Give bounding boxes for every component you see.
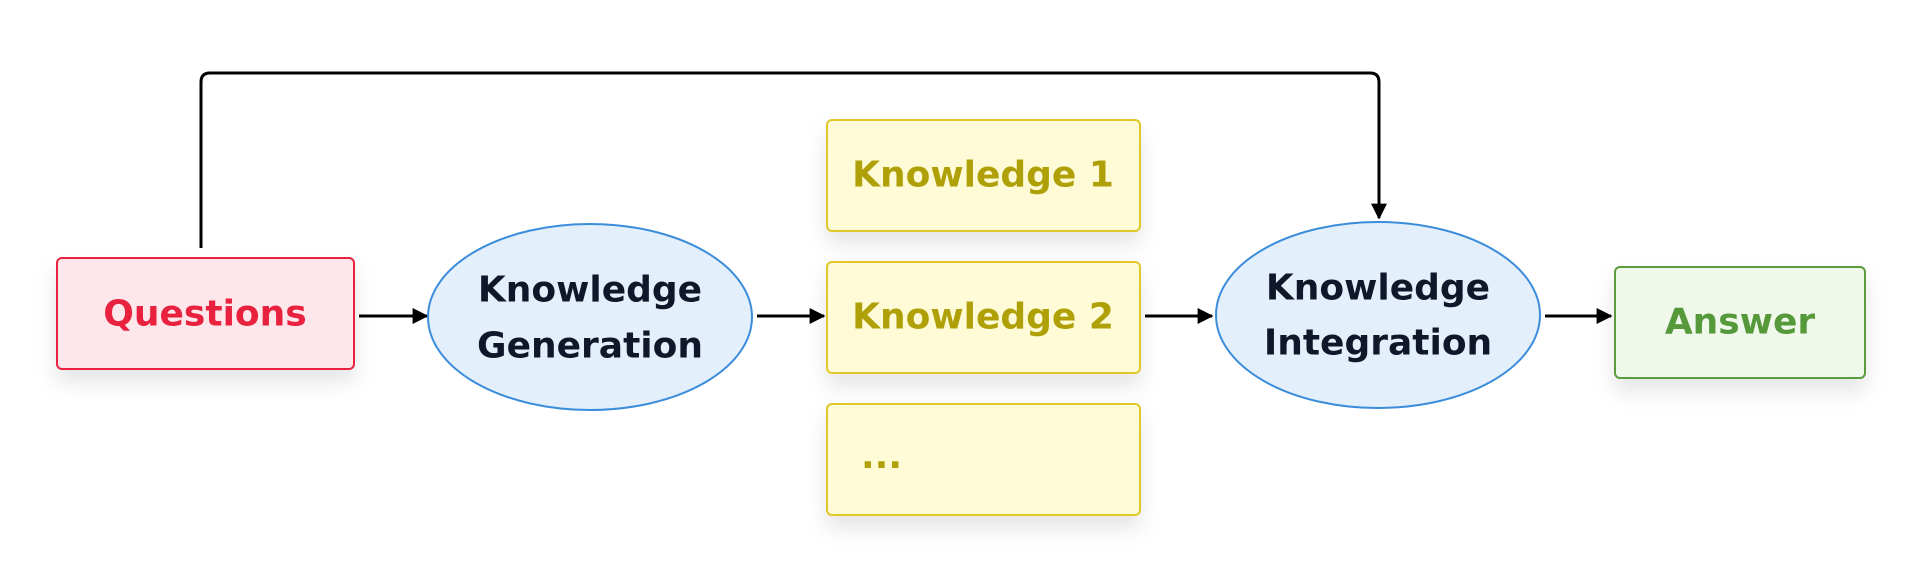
knowledge-1-label: Knowledge 1 (852, 155, 1114, 196)
knowledge-generation-label-line2: Generation (477, 326, 703, 367)
questions-node (56, 257, 355, 370)
knowledge-2-box (826, 261, 1141, 374)
bypass-connector (199, 71, 1387, 248)
knowledge-integration-node (1215, 221, 1541, 409)
knowledge-generation-node (427, 223, 753, 411)
answer-label: Answer (1665, 302, 1816, 343)
knowledge-more-label: ... (861, 436, 902, 477)
knowledge-integration-label-line2: Integration (1264, 323, 1492, 364)
answer-box (1614, 266, 1866, 379)
knowledge-generation-label-line1: Knowledge (478, 270, 702, 311)
knowledge-2-label: Knowledge 2 (852, 297, 1114, 338)
knowledge-more-box (826, 403, 1141, 516)
questions-box (56, 257, 355, 370)
knowledge-1-box (826, 119, 1141, 232)
knowledge-integration-label-line1: Knowledge (1266, 268, 1490, 309)
questions-label: Questions (103, 294, 306, 335)
